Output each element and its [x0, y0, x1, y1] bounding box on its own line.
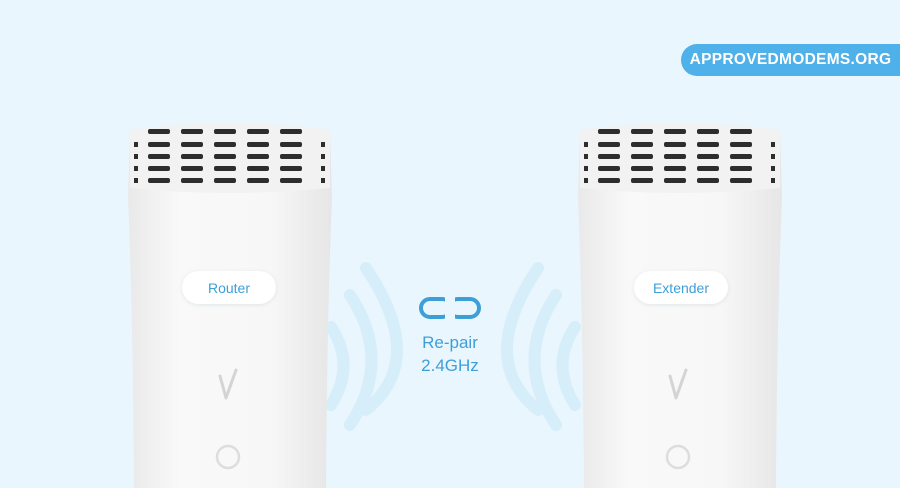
wave-extender-2 [528, 289, 562, 431]
wave-router-3 [360, 262, 403, 416]
wave-router-1 [325, 321, 350, 411]
wave-extender-1 [556, 321, 581, 411]
wave-extender-3 [501, 262, 544, 416]
router-device [118, 118, 342, 488]
watermark-badge[interactable]: APPROVEDMODEMS.ORG [681, 44, 900, 76]
link-icon [419, 296, 481, 320]
extender-device [568, 118, 792, 488]
router-label: Router [182, 271, 276, 304]
wave-router-2 [344, 289, 378, 431]
verizon-check-icon [668, 368, 688, 400]
frequency-text: 2.4GHz [421, 356, 479, 375]
power-ring-icon [215, 444, 241, 470]
verizon-check-icon [218, 368, 238, 400]
extender-label: Extender [634, 271, 728, 304]
power-ring-icon [665, 444, 691, 470]
repair-text: Re-pair [422, 333, 478, 352]
